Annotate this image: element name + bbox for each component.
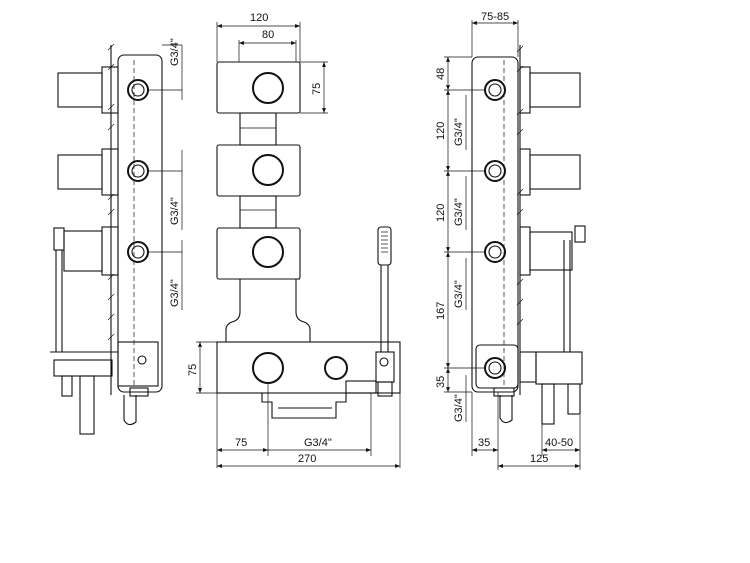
right-depth-range: 75-85 xyxy=(481,11,509,23)
handle-mid-right xyxy=(484,148,581,196)
front-hand-shower xyxy=(375,226,395,397)
front-module-1 xyxy=(216,61,301,114)
dim-depth: 75-85 xyxy=(471,11,519,57)
front-dim-120: 120 xyxy=(250,12,268,24)
right-bottom-35: 35 xyxy=(478,437,490,449)
handle-mid-side xyxy=(57,148,149,196)
dim-bottom-front: 75 G3/4" 270 xyxy=(216,383,401,468)
left-thread-low: G3/4" xyxy=(169,279,181,307)
right-dim-120-b: 120 xyxy=(435,204,447,222)
dim-mixer-height: 75 xyxy=(187,341,217,394)
hand-shower-side xyxy=(50,227,159,435)
front-module-3 xyxy=(216,227,301,280)
right-bottom-dims: 35 40-50 125 xyxy=(471,392,581,470)
left-thread-dims: G3/4" G3/4" G3/4" xyxy=(148,38,183,310)
right-thread-1: G3/4" xyxy=(453,118,465,146)
left-side-view: G3/4" G3/4" G3/4" xyxy=(50,38,183,435)
front-mixer-body xyxy=(216,341,401,394)
front-view: 120 80 75 xyxy=(187,12,401,468)
wall-hatching-left xyxy=(107,43,115,395)
dim-width-inner: 80 xyxy=(238,29,297,62)
left-thread-mid: G3/4" xyxy=(169,197,181,225)
right-dim-120-a: 120 xyxy=(435,122,447,140)
right-vertical-dims: 48 120 120 167 35 G3/4" G3/4" G3/4" G3/4… xyxy=(435,56,485,422)
front-stem xyxy=(225,278,311,342)
valve-body-right xyxy=(471,56,519,393)
right-dim-167: 167 xyxy=(435,302,447,320)
front-dim-80: 80 xyxy=(262,29,274,41)
connector-2 xyxy=(239,195,277,229)
right-bottom-40-50: 40-50 xyxy=(545,437,573,449)
right-side-view: 75-85 xyxy=(435,11,586,470)
right-thread-4: G3/4" xyxy=(453,394,465,422)
front-outlet-thread: G3/4" xyxy=(304,437,332,449)
front-module-2 xyxy=(216,144,301,197)
connector-1 xyxy=(239,112,277,146)
handle-top-right xyxy=(484,66,581,114)
right-bottom-125: 125 xyxy=(530,453,548,465)
front-dim-75-offset: 75 xyxy=(235,437,247,449)
right-thread-3: G3/4" xyxy=(453,280,465,308)
front-dim-270: 270 xyxy=(298,453,316,465)
dim-module-height: 75 xyxy=(300,61,328,114)
front-handle-loop xyxy=(261,393,347,419)
left-thread-top: G3/4" xyxy=(169,38,181,66)
dim-width-top: 120 xyxy=(216,12,301,62)
handle-top-side xyxy=(57,66,149,114)
right-dim-48: 48 xyxy=(435,68,447,80)
right-dim-35: 35 xyxy=(435,376,447,388)
front-dim-75-mixer: 75 xyxy=(187,364,199,376)
valve-body-side xyxy=(117,54,163,393)
handle-low-side xyxy=(63,226,149,276)
front-dim-75-top: 75 xyxy=(311,83,323,95)
right-thread-2: G3/4" xyxy=(453,198,465,226)
right-hand-shower xyxy=(475,240,583,425)
